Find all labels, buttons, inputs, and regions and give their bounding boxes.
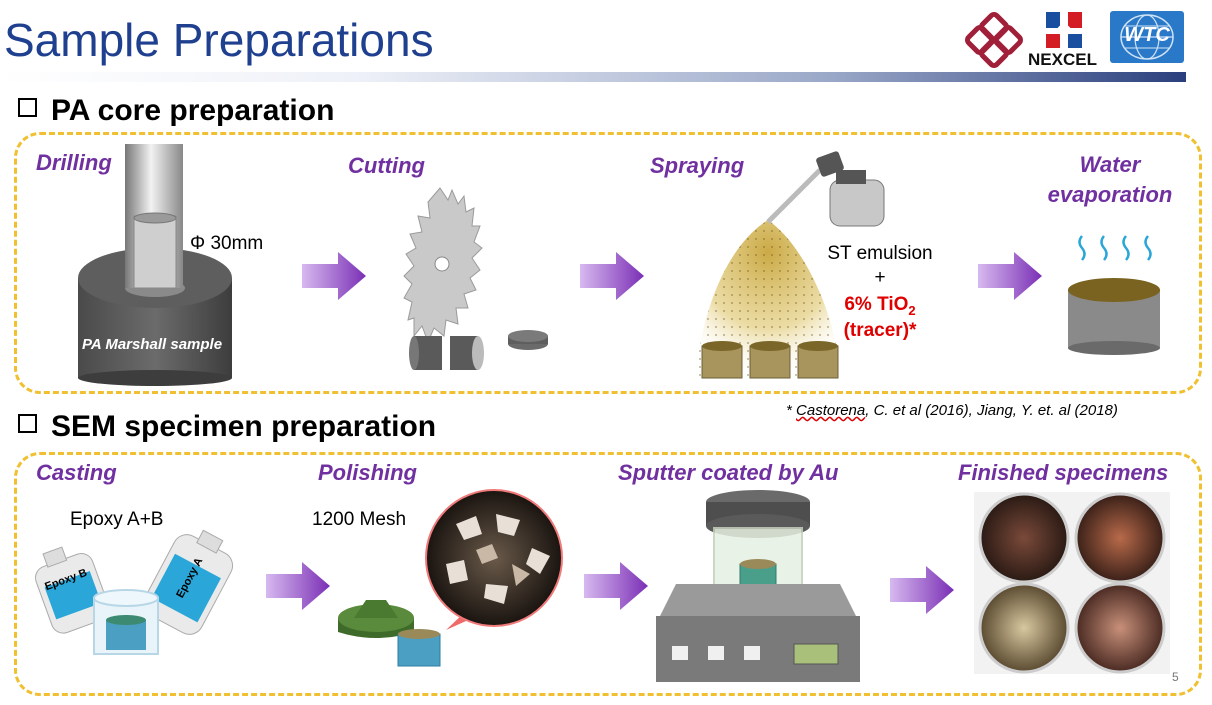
tracer-formula: 6% TiO2 — [820, 292, 940, 324]
process-arrow-icon — [584, 562, 648, 610]
process-arrow-icon — [580, 252, 644, 300]
title-underline-bar — [0, 72, 1186, 82]
water-evaporation-illustration — [1068, 235, 1160, 355]
marshall-sample-label: PA Marshall sample — [82, 336, 223, 353]
process-arrow-icon — [978, 252, 1042, 300]
wtc-logo-text: WTC — [1124, 24, 1170, 46]
section-heading-text: SEM specimen preparation — [51, 410, 437, 443]
spray-plus-sign: + — [874, 267, 886, 288]
tracer-formula-subscript: 2 — [908, 302, 916, 318]
step-label-polishing: Polishing — [318, 460, 417, 485]
spraying-illustration — [696, 151, 885, 380]
wtc-logo: WTC — [1110, 11, 1184, 63]
step-label-finished: Finished specimens — [958, 460, 1169, 485]
tracer-note: (tracer)* — [843, 320, 917, 341]
citation-prefix: * — [786, 402, 797, 419]
pa-core-process-box — [14, 132, 1202, 394]
step-label-spraying: Spraying — [650, 153, 745, 178]
checkbox-bullet-icon — [18, 414, 37, 433]
step-label-drilling: Drilling — [36, 150, 112, 175]
step-label-cutting: Cutting — [348, 153, 425, 178]
globe-icon — [1120, 14, 1174, 60]
drill-diameter-label: Φ 30mm — [190, 233, 264, 254]
spray-emulsion-label: ST emulsion — [827, 243, 933, 264]
tracer-formula-main: 6% TiO — [844, 294, 909, 315]
process-arrow-icon — [266, 562, 330, 610]
drilling-illustration — [78, 144, 232, 386]
polishing-mesh-label: 1200 Mesh — [312, 509, 407, 530]
process-arrow-icon — [302, 252, 366, 300]
steam-icon — [1078, 235, 1152, 261]
citation-rest: , C. et al (2016), Jiang, Y. et. al (201… — [865, 402, 1118, 419]
checkbox-bullet-icon — [18, 98, 37, 117]
section-heading-text: PA core preparation — [51, 94, 335, 127]
sputter-coater-illustration — [656, 490, 860, 682]
section-heading-pa-core: PA core preparation — [18, 94, 334, 128]
nexcel-logo-text: NEXCEL — [1028, 50, 1097, 69]
polishing-illustration — [338, 489, 563, 667]
slide-title: Sample Preparations — [4, 14, 434, 66]
sem-process-box — [14, 452, 1202, 696]
step-label-casting: Casting — [36, 460, 117, 485]
cutting-saw-illustration — [403, 187, 548, 370]
step-label-water: Water — [1079, 152, 1141, 177]
section-heading-sem: SEM specimen preparation — [18, 410, 436, 444]
step-label-sputter: Sputter coated by Au — [618, 460, 839, 485]
step-label-evaporation: evaporation — [1047, 182, 1173, 207]
nexcel-mark — [1046, 12, 1082, 48]
citation-author: Castorena — [796, 402, 866, 419]
polyu-logo — [965, 12, 1023, 68]
casting-illustration — [35, 529, 234, 655]
page-number: 5 — [1172, 670, 1179, 684]
finished-specimens-photo — [974, 492, 1170, 674]
citation-reference: * Castorena, C. et al (2016), Jiang, Y. … — [786, 402, 1118, 419]
process-arrow-icon — [890, 566, 954, 614]
epoxy-mix-label: Epoxy A+B — [70, 509, 164, 530]
